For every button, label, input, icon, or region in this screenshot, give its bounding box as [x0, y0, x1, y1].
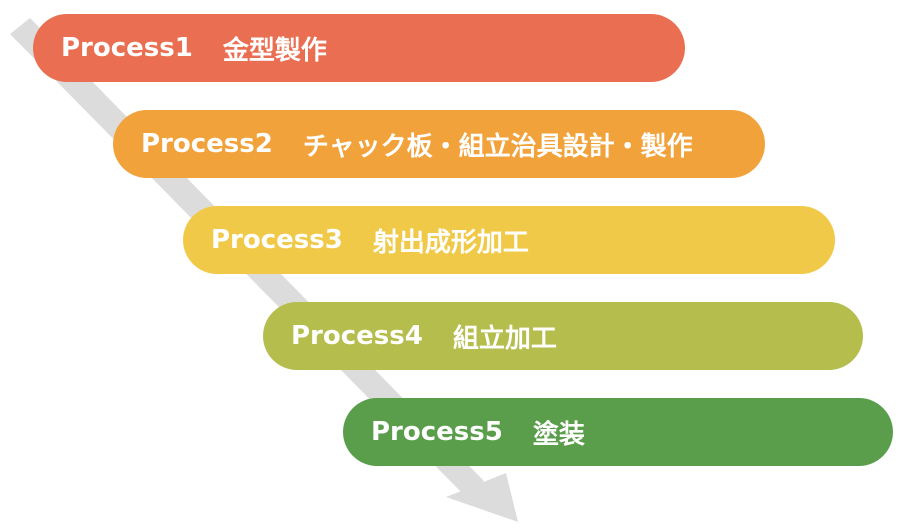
process-step-2-name: チャック板・組立治具設計・製作: [302, 131, 693, 162]
process-step-2-label: Process2: [141, 129, 273, 159]
process-step-2: Process2 チャック板・組立治具設計・製作: [113, 110, 765, 178]
process-step-5-label: Process5: [371, 417, 503, 447]
process-step-3-label: Process3: [211, 225, 343, 255]
process-step-5-name: 塗装: [532, 419, 585, 450]
process-step-1-label: Process1: [61, 33, 193, 63]
process-step-1: Process1 金型製作: [33, 14, 685, 82]
process-step-3-name: 射出成形加工: [372, 227, 529, 258]
process-step-4-label: Process4: [291, 321, 423, 351]
process-step-4-name: 組立加工: [452, 323, 557, 354]
process-step-3: Process3 射出成形加工: [183, 206, 835, 274]
process-step-4: Process4 組立加工: [263, 302, 863, 370]
process-step-5: Process5 塗装: [343, 398, 893, 466]
arrow-head: [446, 473, 518, 522]
process-step-1-name: 金型製作: [222, 35, 327, 66]
